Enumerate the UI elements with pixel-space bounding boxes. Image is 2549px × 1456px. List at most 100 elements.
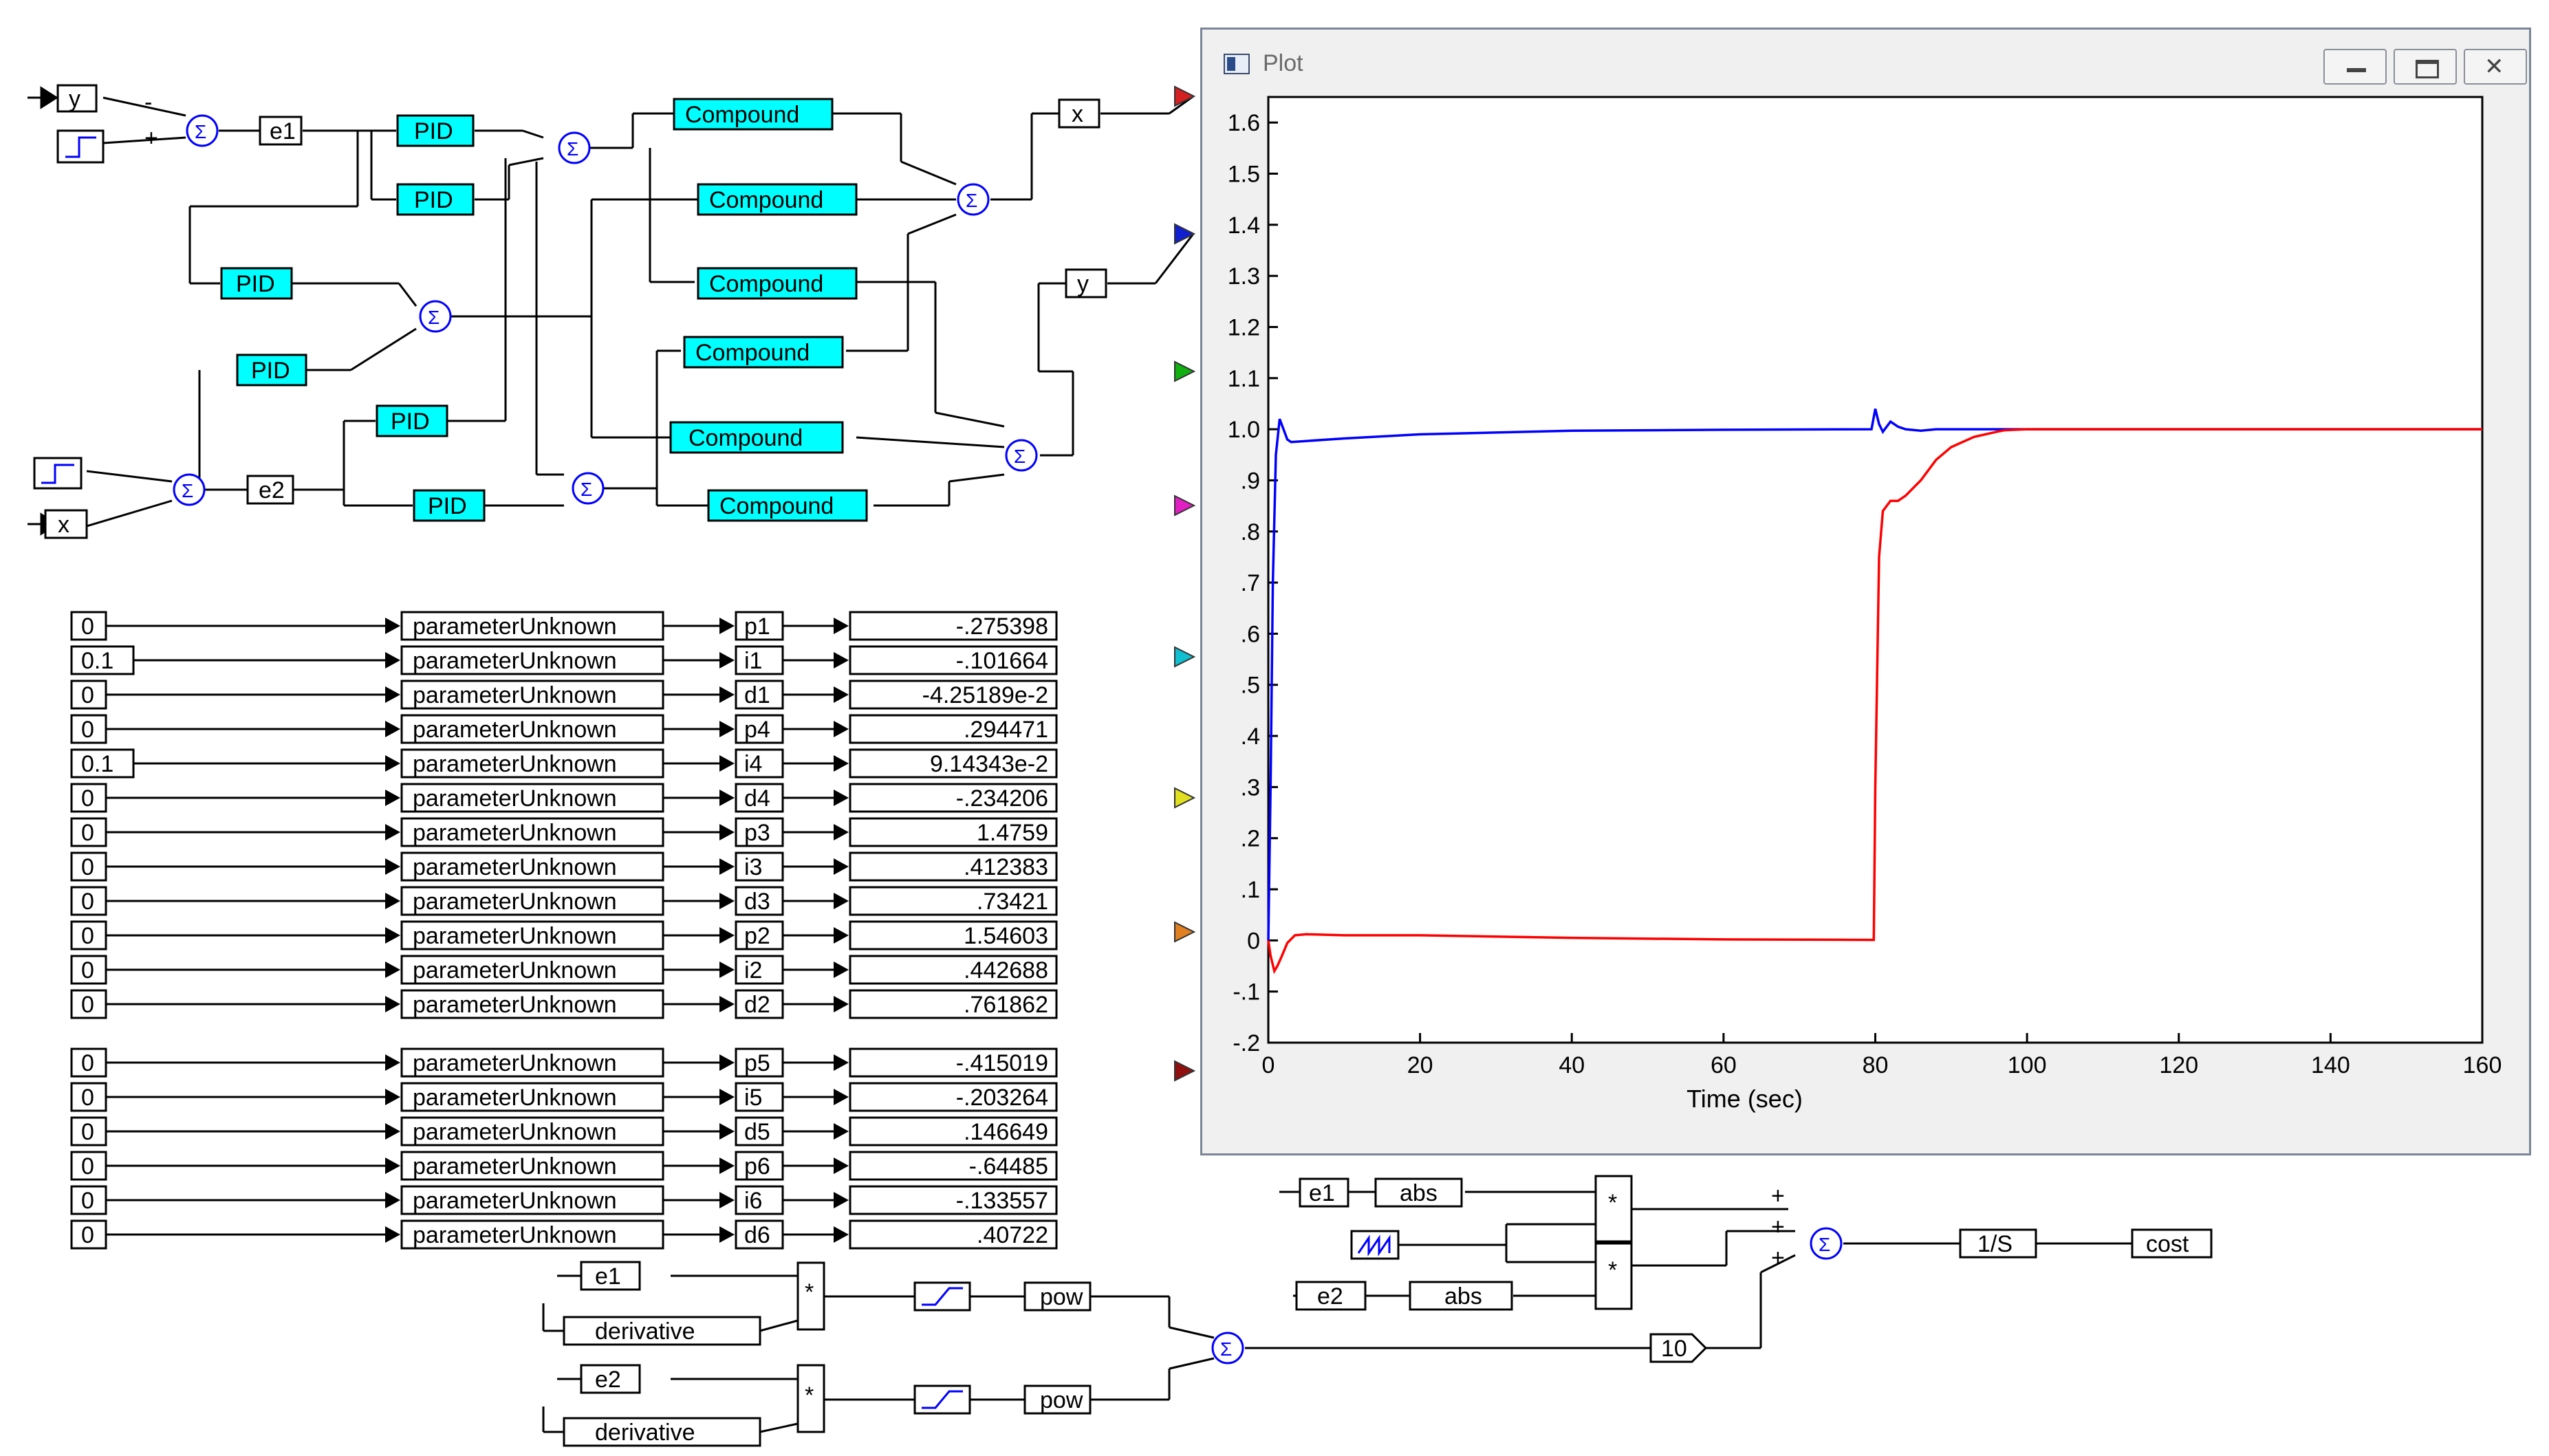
parameter-unknown-block[interactable] bbox=[400, 1151, 664, 1181]
compound-block[interactable]: Compound bbox=[697, 267, 858, 300]
parameter-input-box[interactable] bbox=[70, 611, 107, 641]
parameter-unknown-block[interactable] bbox=[400, 1116, 664, 1147]
gain-block[interactable]: 10 bbox=[1649, 1333, 1708, 1363]
abs-block[interactable]: abs bbox=[1409, 1281, 1513, 1311]
parameter-name-block[interactable] bbox=[735, 1047, 784, 1078]
parameter-unknown-block[interactable] bbox=[400, 955, 664, 985]
step-input-block[interactable] bbox=[56, 129, 105, 164]
parameter-name-block[interactable] bbox=[735, 1082, 784, 1112]
output-x-block[interactable] bbox=[1058, 98, 1100, 129]
output-y-block[interactable] bbox=[1065, 268, 1107, 298]
sum-block-e2[interactable] bbox=[173, 473, 206, 506]
compound-block[interactable]: Compound bbox=[683, 336, 844, 369]
multiply-block[interactable]: * bbox=[796, 1261, 825, 1331]
parameter-unknown-block[interactable] bbox=[400, 817, 664, 847]
plot-input-marker[interactable] bbox=[1174, 1060, 1196, 1082]
parameter-unknown-block[interactable] bbox=[400, 748, 664, 779]
plot-input-marker[interactable] bbox=[1174, 921, 1196, 943]
compound-block[interactable]: Compound bbox=[669, 421, 844, 454]
cost-output[interactable]: cost bbox=[2131, 1228, 2213, 1259]
parameter-unknown-block[interactable] bbox=[400, 645, 664, 675]
plot-input-marker[interactable] bbox=[1174, 85, 1196, 107]
compound-block[interactable]: Compound bbox=[707, 489, 868, 522]
parameter-input-box[interactable] bbox=[70, 851, 107, 882]
arrow-icon bbox=[719, 755, 735, 772]
cost-e1-input[interactable]: e1 bbox=[1299, 1177, 1349, 1208]
parameter-unknown-block[interactable] bbox=[400, 1219, 664, 1250]
sawtooth-input[interactable] bbox=[1350, 1230, 1400, 1260]
parameter-name-block[interactable] bbox=[735, 748, 784, 779]
parameter-unknown-block[interactable] bbox=[400, 1047, 664, 1078]
sum-block-cost[interactable] bbox=[1810, 1227, 1843, 1260]
pid-block[interactable]: PID bbox=[413, 489, 486, 522]
parameter-name-label: p3 bbox=[744, 820, 770, 846]
e2-block[interactable] bbox=[246, 475, 294, 505]
e1-block[interactable] bbox=[259, 116, 303, 146]
multiply-label: * bbox=[1608, 1190, 1617, 1216]
plot-input-marker[interactable] bbox=[1174, 223, 1196, 245]
abs-block[interactable]: abs bbox=[1374, 1177, 1463, 1208]
parameter-unknown-block[interactable] bbox=[400, 851, 664, 882]
parameter-input-box[interactable] bbox=[70, 955, 107, 985]
compound-block[interactable]: Compound bbox=[673, 98, 834, 131]
arrow-icon bbox=[834, 1089, 849, 1105]
sum-block[interactable] bbox=[419, 300, 452, 333]
pid-block[interactable]: PID bbox=[396, 114, 475, 147]
parameter-name-block[interactable] bbox=[735, 955, 784, 985]
parameter-input-box[interactable] bbox=[70, 1047, 107, 1078]
derivative-block[interactable]: derivative bbox=[563, 1316, 761, 1346]
plot-input-marker[interactable] bbox=[1174, 495, 1196, 517]
minimize-button[interactable] bbox=[2323, 49, 2387, 85]
parameter-unknown-block[interactable] bbox=[400, 680, 664, 710]
parameter-input-box[interactable] bbox=[70, 1116, 107, 1147]
sum-block-y[interactable] bbox=[1005, 439, 1038, 472]
pid-block[interactable]: PID bbox=[376, 404, 448, 437]
cost-e2-input[interactable]: e2 bbox=[1295, 1281, 1367, 1311]
parameter-input-box[interactable] bbox=[70, 748, 135, 779]
parameter-name-block[interactable] bbox=[735, 851, 784, 882]
plot-titlebar[interactable]: Plot ✕ bbox=[1202, 30, 2529, 93]
multiply-block[interactable]: * bbox=[1594, 1175, 1633, 1243]
parameter-name-block[interactable] bbox=[735, 1116, 784, 1147]
pow-block[interactable]: pow bbox=[1023, 1384, 1092, 1415]
parameter-name-block[interactable] bbox=[735, 783, 784, 813]
plot-input-marker[interactable] bbox=[1174, 787, 1196, 809]
input-y-block[interactable] bbox=[56, 84, 98, 113]
close-button[interactable]: ✕ bbox=[2464, 49, 2527, 85]
maximize-button[interactable] bbox=[2394, 49, 2457, 85]
parameter-unknown-block[interactable] bbox=[400, 1185, 664, 1215]
pow-block[interactable]: pow bbox=[1023, 1281, 1092, 1312]
cost-e1-input[interactable]: e1 bbox=[580, 1261, 641, 1291]
parameter-unknown-block[interactable] bbox=[400, 989, 664, 1019]
parameter-input-box[interactable] bbox=[70, 1082, 107, 1112]
sum-block-x[interactable] bbox=[957, 183, 990, 216]
parameter-input-box[interactable] bbox=[70, 920, 107, 950]
pid-block[interactable]: PID bbox=[236, 354, 307, 387]
parameter-unknown-block[interactable] bbox=[400, 886, 664, 916]
sum-block[interactable] bbox=[558, 131, 591, 164]
sum-block[interactable] bbox=[572, 472, 605, 505]
cost-e2-input[interactable]: e2 bbox=[580, 1364, 641, 1394]
parameter-name-block[interactable] bbox=[735, 611, 784, 641]
saturation-block[interactable] bbox=[913, 1281, 971, 1312]
sum-block[interactable] bbox=[1211, 1332, 1244, 1365]
plot-input-marker[interactable] bbox=[1174, 646, 1196, 668]
plot-input-marker[interactable] bbox=[1174, 360, 1196, 382]
compound-block[interactable]: Compound bbox=[697, 183, 858, 216]
input-x-block[interactable] bbox=[44, 509, 88, 539]
multiply-block[interactable]: * bbox=[796, 1364, 825, 1433]
sum-block-e1[interactable] bbox=[186, 114, 219, 147]
saturation-block[interactable] bbox=[913, 1384, 971, 1415]
derivative-block[interactable]: derivative bbox=[563, 1417, 761, 1447]
multiply-block[interactable]: * bbox=[1594, 1242, 1633, 1310]
pid-block[interactable]: PID bbox=[396, 183, 475, 216]
parameter-name-block[interactable] bbox=[735, 989, 784, 1019]
parameter-name-block[interactable] bbox=[735, 920, 784, 950]
pid-block[interactable]: PID bbox=[220, 267, 293, 300]
integrator-block[interactable]: 1/S bbox=[1959, 1228, 2037, 1259]
